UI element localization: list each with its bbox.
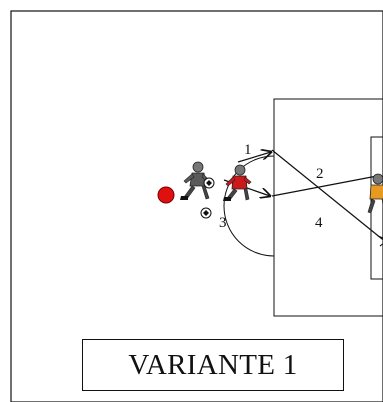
- ball-icon: [157, 186, 175, 204]
- field-outer-border: [10, 10, 383, 402]
- penalty-area: [273, 98, 383, 317]
- variant-caption-box: VARIANTE 1: [82, 339, 344, 391]
- pass-line-4: [271, 175, 378, 197]
- variant-caption: VARIANTE 1: [128, 348, 298, 381]
- pass-line-1: [237, 152, 271, 163]
- pass-label-1: 1: [244, 142, 252, 158]
- pass-label-3: 3: [219, 215, 227, 231]
- player-icon-red: [223, 164, 252, 201]
- pass-label-2: 2: [316, 166, 324, 182]
- player-icon-dark: [180, 161, 210, 200]
- player-icon-orange: [367, 173, 383, 214]
- goal-arrow-tip: [377, 235, 383, 247]
- pass-line-2: [271, 149, 383, 241]
- pass-label-4: 4: [315, 215, 323, 231]
- cone-icon: [200, 207, 212, 219]
- penalty-arc: [223, 155, 275, 257]
- cone-icon: [203, 177, 215, 189]
